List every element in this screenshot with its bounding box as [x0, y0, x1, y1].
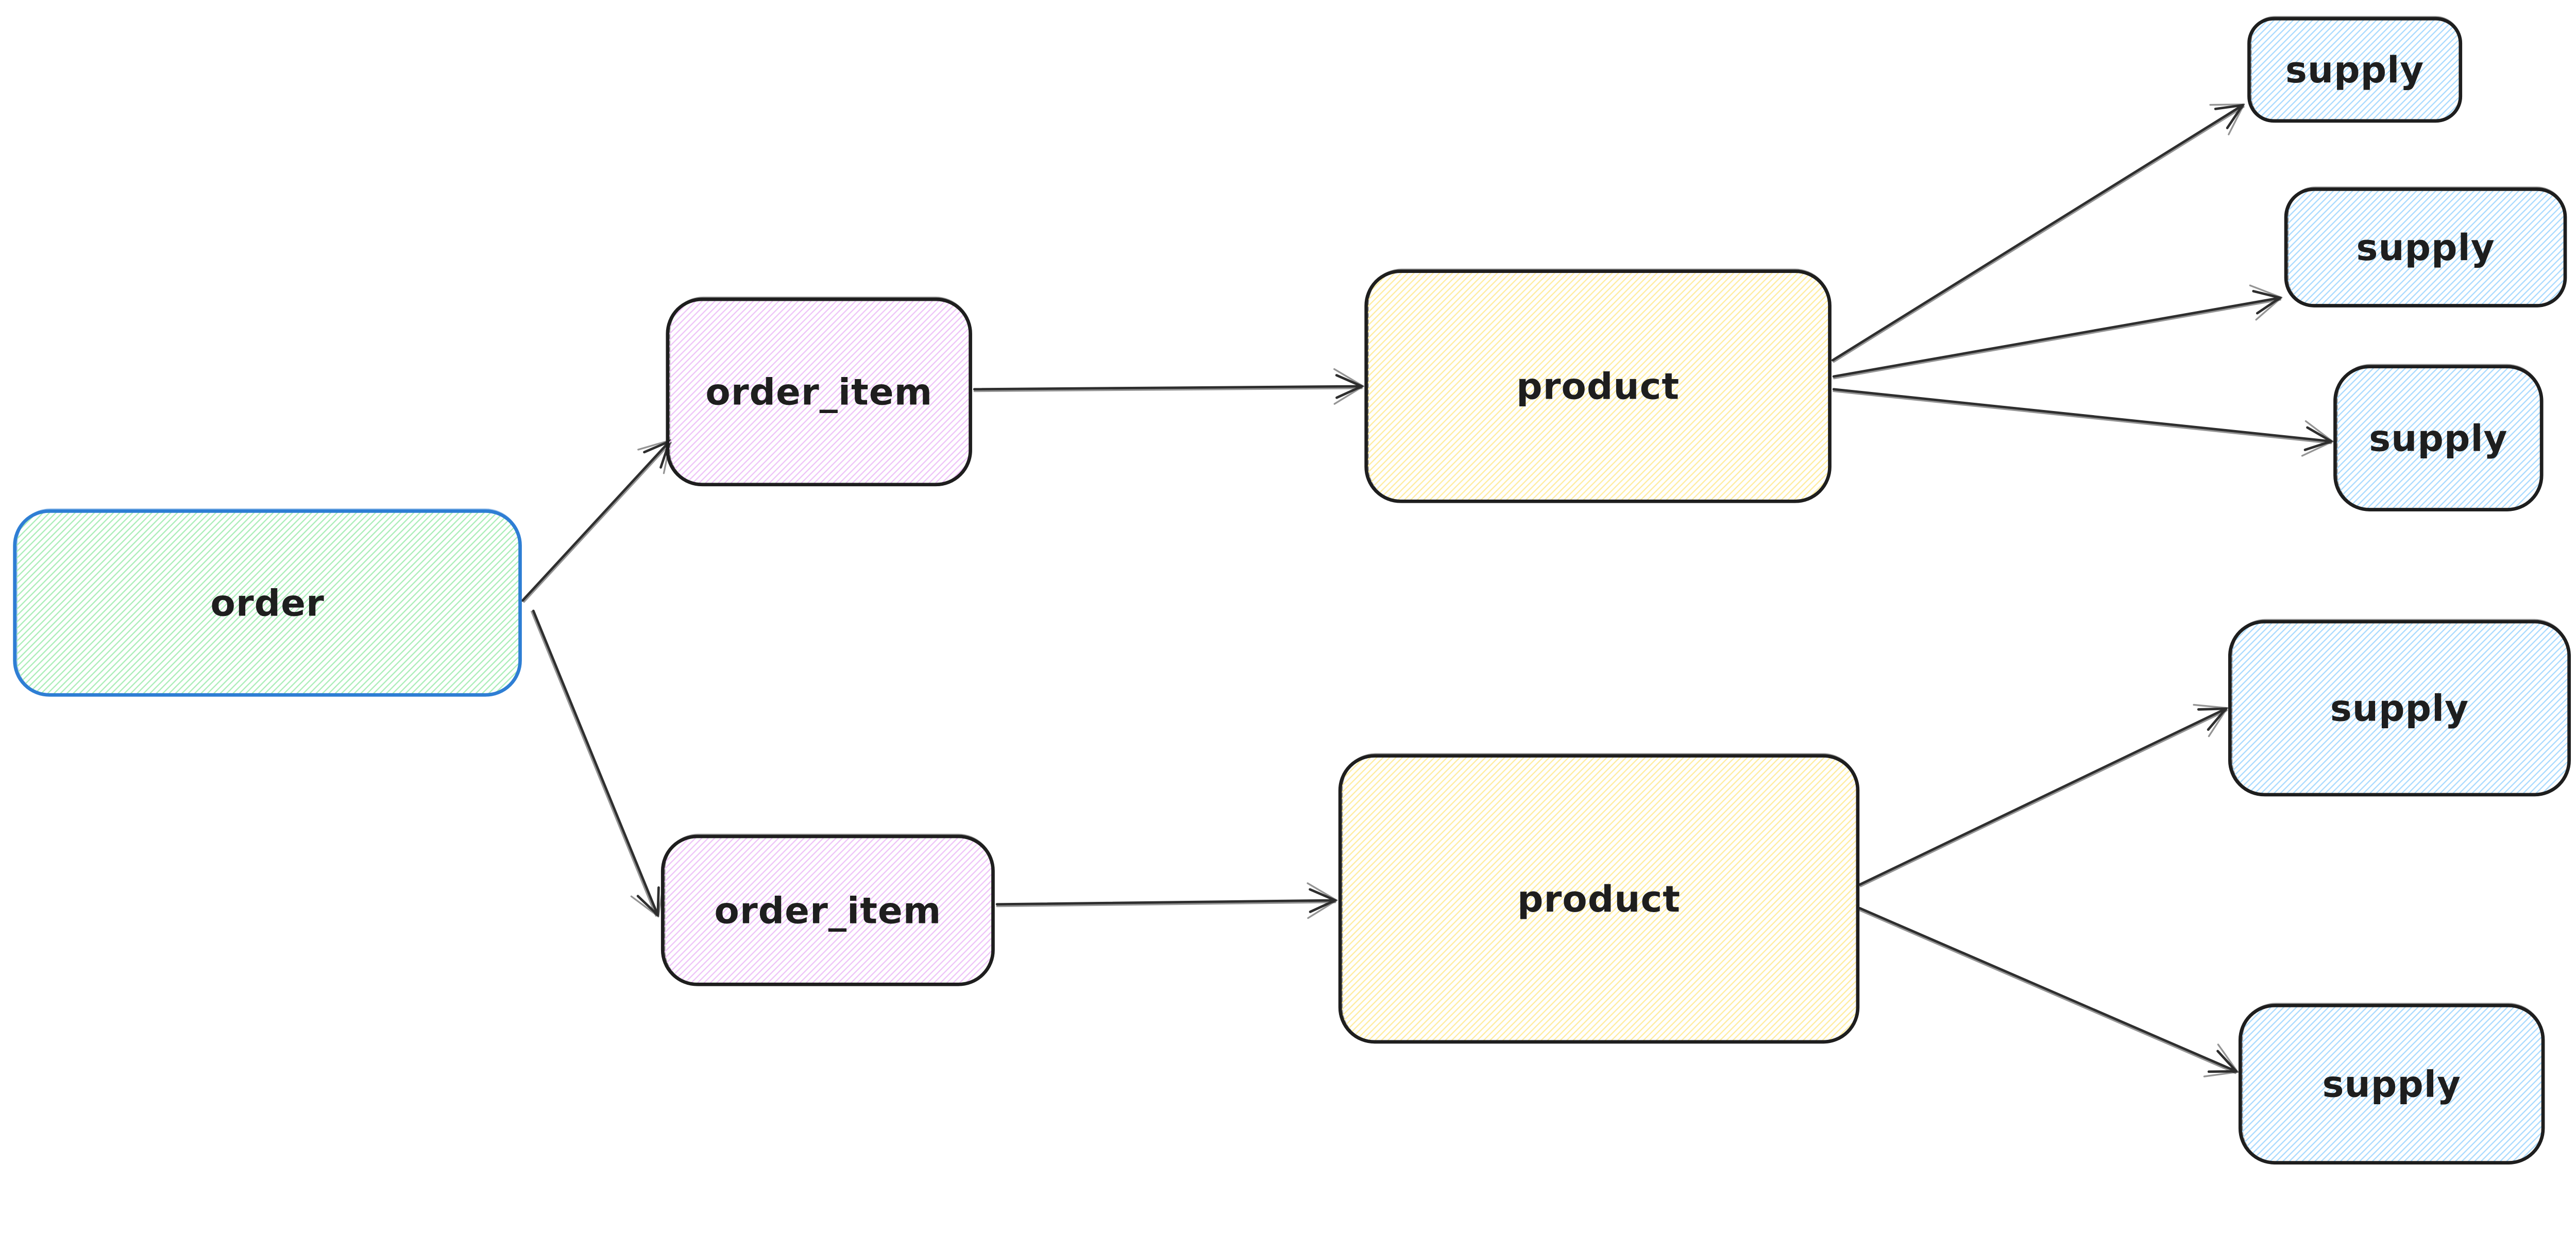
arrowhead-wing	[1335, 385, 1363, 399]
node-label-supply_2: supply	[2356, 226, 2495, 269]
node-order_item_1: order_item	[666, 296, 972, 487]
arrowhead-wing	[2303, 440, 2333, 451]
node-box	[660, 834, 995, 986]
edge-product_1-to-supply_2	[1832, 284, 2283, 380]
node-supply_1: supply	[2247, 16, 2463, 123]
node-label-order: order	[210, 582, 324, 625]
node-box	[1338, 754, 1860, 1044]
node-product_2: product	[1338, 753, 1860, 1044]
arrowhead-wing	[2252, 289, 2281, 299]
arrowhead-wing	[2256, 296, 2281, 315]
arrowhead-wing	[1309, 888, 1336, 902]
arrowhead-wing	[2226, 104, 2244, 129]
node-box	[2238, 1003, 2545, 1164]
nodes-layer: orderorder_itemorder_itemproductproducts…	[13, 16, 2571, 1164]
edge-order_item_2-to-product_2	[995, 882, 1338, 919]
arrowhead-wing	[1335, 374, 1363, 388]
edges-layer	[521, 104, 2334, 1077]
arrowhead-wing	[2207, 707, 2227, 731]
node-box	[2228, 620, 2571, 797]
edge-product_1-to-supply_1	[1831, 104, 2245, 363]
node-supply_2: supply	[2284, 186, 2567, 307]
arrowhead-wing	[2207, 1070, 2238, 1073]
node-box	[2284, 187, 2567, 307]
node-label-order_item_1: order_item	[705, 371, 933, 414]
node-supply_5: supply	[2238, 1003, 2545, 1164]
edge-order-to-order_item_2	[531, 609, 665, 918]
node-label-product_2: product	[1517, 878, 1681, 920]
edge-order-to-order_item_1	[521, 439, 672, 603]
node-label-supply_3: supply	[2369, 417, 2507, 459]
node-box	[2333, 365, 2544, 511]
node-supply_4: supply	[2228, 619, 2571, 797]
node-box	[13, 509, 522, 697]
node-label-order_item_2: order_item	[714, 889, 941, 932]
node-box	[666, 297, 972, 487]
arrowhead-wing	[656, 886, 660, 917]
node-product_1: product	[1364, 268, 1832, 503]
node-box	[1364, 269, 1832, 503]
arrowhead-wing	[1309, 899, 1336, 913]
node-order_item_2: order_item	[660, 833, 995, 986]
node-label-supply_4: supply	[2330, 687, 2469, 730]
node-label-product_1: product	[1516, 365, 1680, 408]
edge-product_2-to-supply_5	[1858, 906, 2239, 1077]
diagram-canvas: orderorder_itemorder_itemproductproducts…	[13, 16, 2571, 1164]
edge-product_1-to-supply_3	[1832, 388, 2334, 457]
arrowhead-wing	[643, 440, 671, 454]
arrowhead-wing	[2306, 426, 2333, 443]
node-box	[2247, 16, 2463, 123]
node-order: order	[13, 508, 522, 697]
node-supply_3: supply	[2333, 364, 2544, 511]
edge-order_item_1-to-product_1	[973, 368, 1364, 405]
node-label-supply_5: supply	[2322, 1063, 2461, 1106]
arrowhead-wing	[2214, 104, 2244, 110]
arrowhead-wing	[636, 895, 659, 917]
edge-product_2-to-supply_4	[1858, 704, 2228, 887]
arrowhead-wing	[2216, 1050, 2238, 1073]
node-label-supply_1: supply	[2285, 48, 2424, 91]
